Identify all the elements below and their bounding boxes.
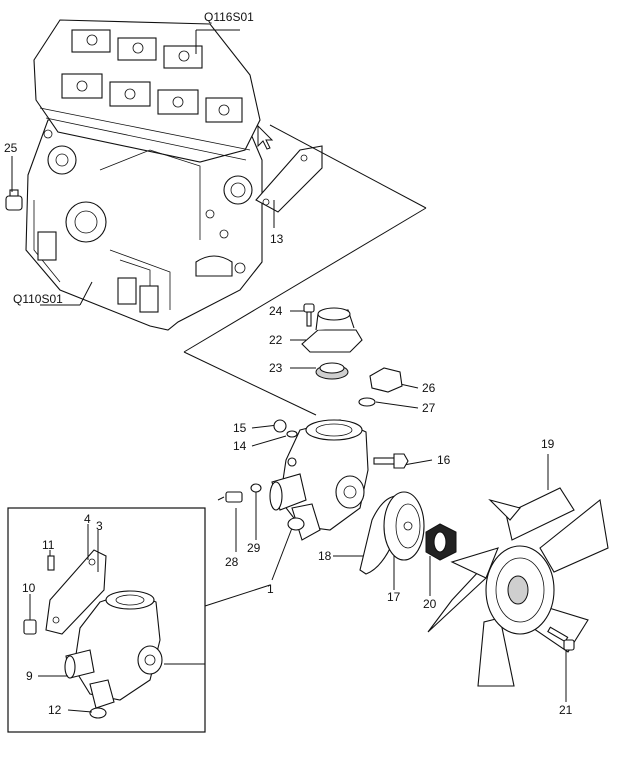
bolt-16: [373, 453, 409, 469]
engine-block: [25, 19, 263, 331]
cooling-fan: [427, 487, 609, 687]
callout-9: 9: [26, 669, 33, 683]
callout-11: 11: [42, 538, 55, 552]
mouse-cursor-icon: [257, 124, 274, 150]
plug-15: [273, 419, 287, 433]
callout-1: 1: [267, 582, 274, 596]
callout-18: 18: [318, 549, 332, 563]
callout-13: 13: [270, 232, 284, 246]
callout-25: 25: [4, 141, 18, 155]
sensor-28: [217, 491, 243, 503]
callout-27: 27: [422, 401, 436, 415]
callout-16: 16: [437, 453, 451, 467]
callout-24: 24: [269, 304, 283, 318]
thermostat-housing: [301, 307, 363, 353]
cap-nut: [369, 367, 403, 393]
callout-3: 3: [96, 519, 103, 533]
callout-4: 4: [84, 512, 91, 526]
washer-14: [286, 430, 298, 438]
callout-19: 19: [541, 437, 555, 451]
callout-23: 23: [269, 361, 283, 375]
thermostat: [315, 362, 349, 380]
callout-26: 26: [422, 381, 436, 395]
callout-17: 17: [387, 590, 401, 604]
assembly-label-cylinder-head: Q116S01: [204, 10, 254, 24]
inset-box: [7, 507, 206, 733]
washer-27: [358, 397, 376, 407]
callout-29: 29: [247, 541, 261, 555]
thermostat-gasket: [255, 145, 323, 213]
callout-14: 14: [233, 439, 247, 453]
drain-plug: [5, 189, 23, 211]
callout-15: 15: [233, 421, 247, 435]
callout-12: 12: [48, 703, 62, 717]
callout-22: 22: [269, 333, 283, 347]
fan-bolt-21: [547, 626, 575, 651]
thermostat-bolt: [303, 303, 315, 327]
callout-10: 10: [22, 581, 36, 595]
callout-28: 28: [225, 555, 239, 569]
water-pump: [269, 419, 369, 541]
callout-20: 20: [423, 597, 437, 611]
o-ring-29: [250, 483, 262, 493]
pulley: [383, 491, 425, 561]
spacer-20: [425, 523, 457, 561]
labels: Q116S01 Q110S01 25 13 24 22 23 26 27 15 …: [4, 10, 573, 717]
assembly-label-cylinder-block: Q110S01: [13, 292, 63, 306]
callout-21: 21: [559, 703, 573, 717]
